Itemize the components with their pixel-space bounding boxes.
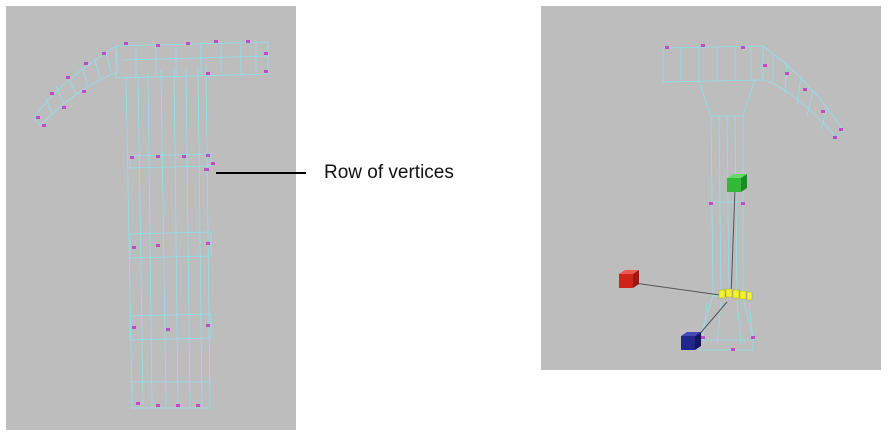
hammer-wireframe-left[interactable] xyxy=(6,6,296,430)
hammer-wireframe-right[interactable] xyxy=(541,6,881,370)
manipulator-z-icon[interactable] xyxy=(681,332,701,350)
manipulator-x-icon[interactable] xyxy=(619,270,639,288)
callout-line xyxy=(216,172,306,174)
row-of-vertices-label: Row of vertices xyxy=(324,162,454,183)
viewport-right[interactable] xyxy=(541,6,881,370)
manipulator-y-icon[interactable] xyxy=(727,174,747,192)
viewport-left[interactable] xyxy=(6,6,296,430)
